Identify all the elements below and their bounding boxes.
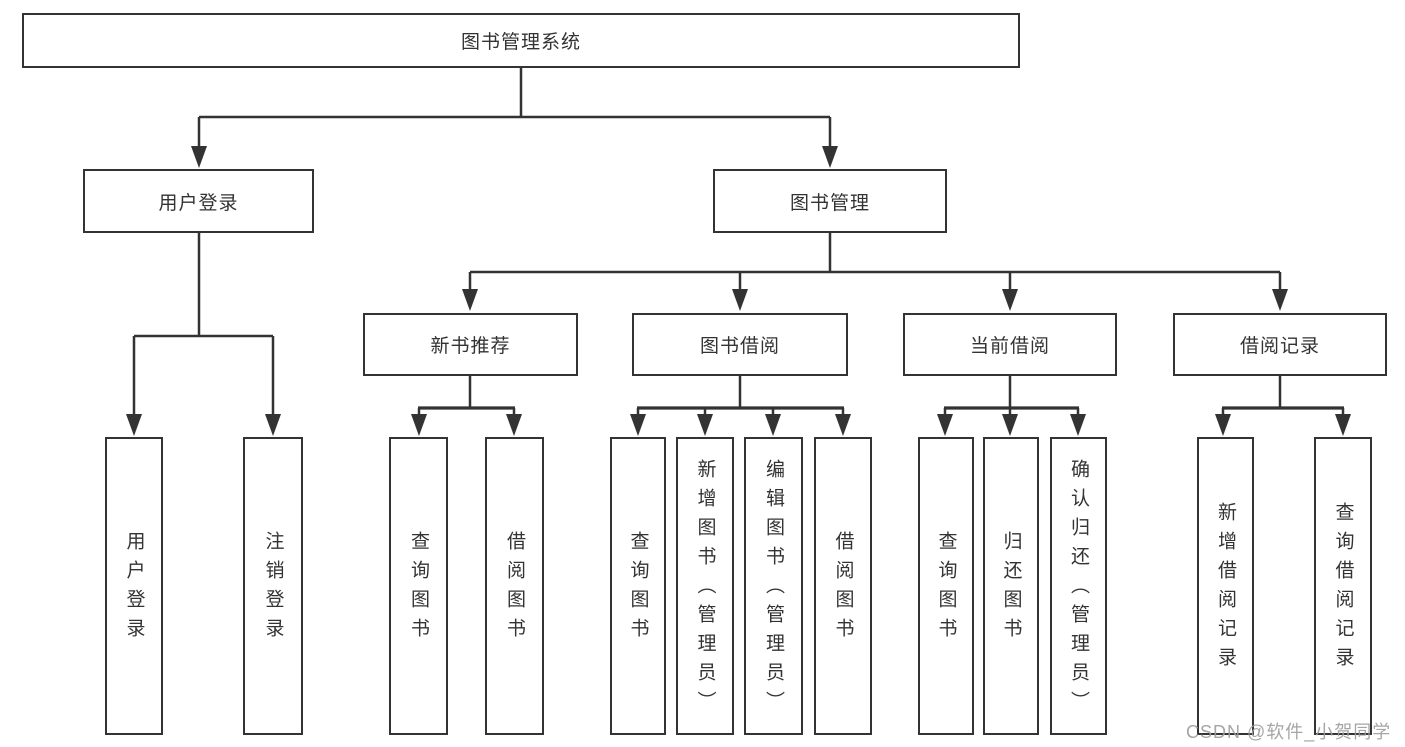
arrow-head — [1002, 414, 1018, 436]
leaf-query-book-current: 查询图书 — [918, 437, 974, 735]
arrow-head — [732, 289, 748, 311]
arrow-head — [462, 289, 478, 311]
leaf-query-book-borrow: 查询图书 — [610, 437, 666, 735]
arrow-head — [1335, 414, 1351, 436]
node-user-login: 用户登录 — [83, 169, 314, 233]
leaf-return-book: 归还图书 — [983, 437, 1039, 735]
leaf-query-borrow-record: 查询借阅记录 — [1314, 437, 1372, 735]
arrow-head — [835, 414, 851, 436]
edge-borrow-stem — [636, 376, 845, 418]
leaf-user-login: 用户登录 — [105, 437, 163, 735]
edge-root-to-level2 — [197, 68, 832, 150]
arrow-head — [697, 414, 713, 436]
csdn-watermark: CSDN @软件_小贺同学 — [1186, 722, 1392, 742]
arrow-head — [765, 414, 781, 436]
node-book-borrow: 图书借阅 — [632, 313, 848, 376]
node-root: 图书管理系统 — [22, 13, 1020, 68]
arrow-head — [1070, 414, 1086, 436]
leaf-add-borrow-record: 新增借阅记录 — [1197, 437, 1254, 735]
leaf-borrow-book-recommend: 借阅图书 — [485, 437, 544, 735]
edge-userlogin-to-leaves — [132, 232, 275, 418]
node-current-borrow: 当前借阅 — [903, 313, 1117, 376]
arrow-head — [411, 414, 427, 436]
node-new-book-recommend: 新书推荐 — [363, 313, 578, 376]
arrow-head — [630, 414, 646, 436]
edge-current-stem — [943, 376, 1080, 418]
arrow-head — [265, 414, 281, 436]
leaf-borrow-book: 借阅图书 — [814, 437, 872, 735]
leaf-confirm-return-admin: 确认归还（管理员） — [1050, 437, 1107, 735]
node-borrow-records: 借阅记录 — [1173, 313, 1387, 376]
edge-records-stem — [1221, 376, 1345, 418]
leaf-add-book-admin: 新增图书（管理员） — [676, 437, 734, 735]
arrow-head — [937, 414, 953, 436]
arrow-head — [1002, 289, 1018, 311]
node-book-management: 图书管理 — [713, 169, 947, 233]
arrow-head — [191, 146, 207, 168]
arrow-head — [126, 414, 142, 436]
edge-bookmgmt-to-level3 — [468, 233, 1282, 292]
arrow-head — [1272, 289, 1288, 311]
leaf-query-book-recommend: 查询图书 — [389, 437, 448, 735]
leaf-edit-book-admin: 编辑图书（管理员） — [744, 437, 803, 735]
edge-newbook-stem — [417, 376, 516, 418]
arrow-head — [822, 146, 838, 168]
arrow-head — [1215, 414, 1231, 436]
arrow-head — [506, 414, 522, 436]
leaf-logout: 注销登录 — [243, 437, 303, 735]
